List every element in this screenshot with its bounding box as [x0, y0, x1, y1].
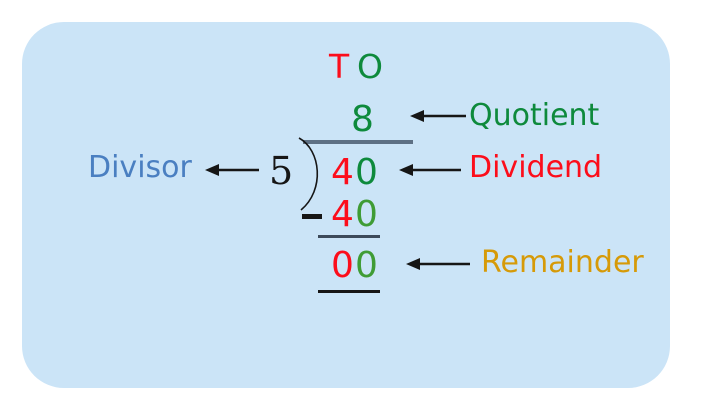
subtrahend-ones-digit: 0: [355, 194, 378, 235]
divisor-digit: 5: [269, 149, 294, 193]
remainder-tens-digit: 0: [331, 245, 354, 286]
long-division-panel: [22, 22, 670, 388]
division-bracket-arc: [298, 137, 319, 211]
dividend-arrow-icon: [399, 164, 461, 176]
label-quotient: Quotient: [469, 98, 600, 133]
label-remainder: Remainder: [481, 245, 644, 280]
dividend-tens-digit: 4: [331, 152, 354, 193]
label-divisor: Divisor: [88, 150, 192, 185]
remainder-ones-digit: 0: [355, 245, 378, 286]
column-header-ones: O: [357, 47, 383, 86]
subtraction-rule: [318, 235, 380, 238]
remainder-arrow-icon: [406, 258, 470, 270]
label-dividend: Dividend: [469, 150, 603, 185]
dividend-ones-digit: 0: [355, 152, 378, 193]
quotient-arrow-icon: [410, 110, 466, 122]
division-bracket-bar: [303, 140, 413, 144]
remainder-rule: [318, 290, 380, 293]
quotient-digit: 8: [351, 99, 374, 140]
divisor-arrow-icon: [205, 164, 259, 176]
minus-sign: [302, 214, 322, 219]
subtrahend-tens-digit: 4: [331, 194, 354, 235]
column-header-tens: T: [329, 47, 350, 86]
